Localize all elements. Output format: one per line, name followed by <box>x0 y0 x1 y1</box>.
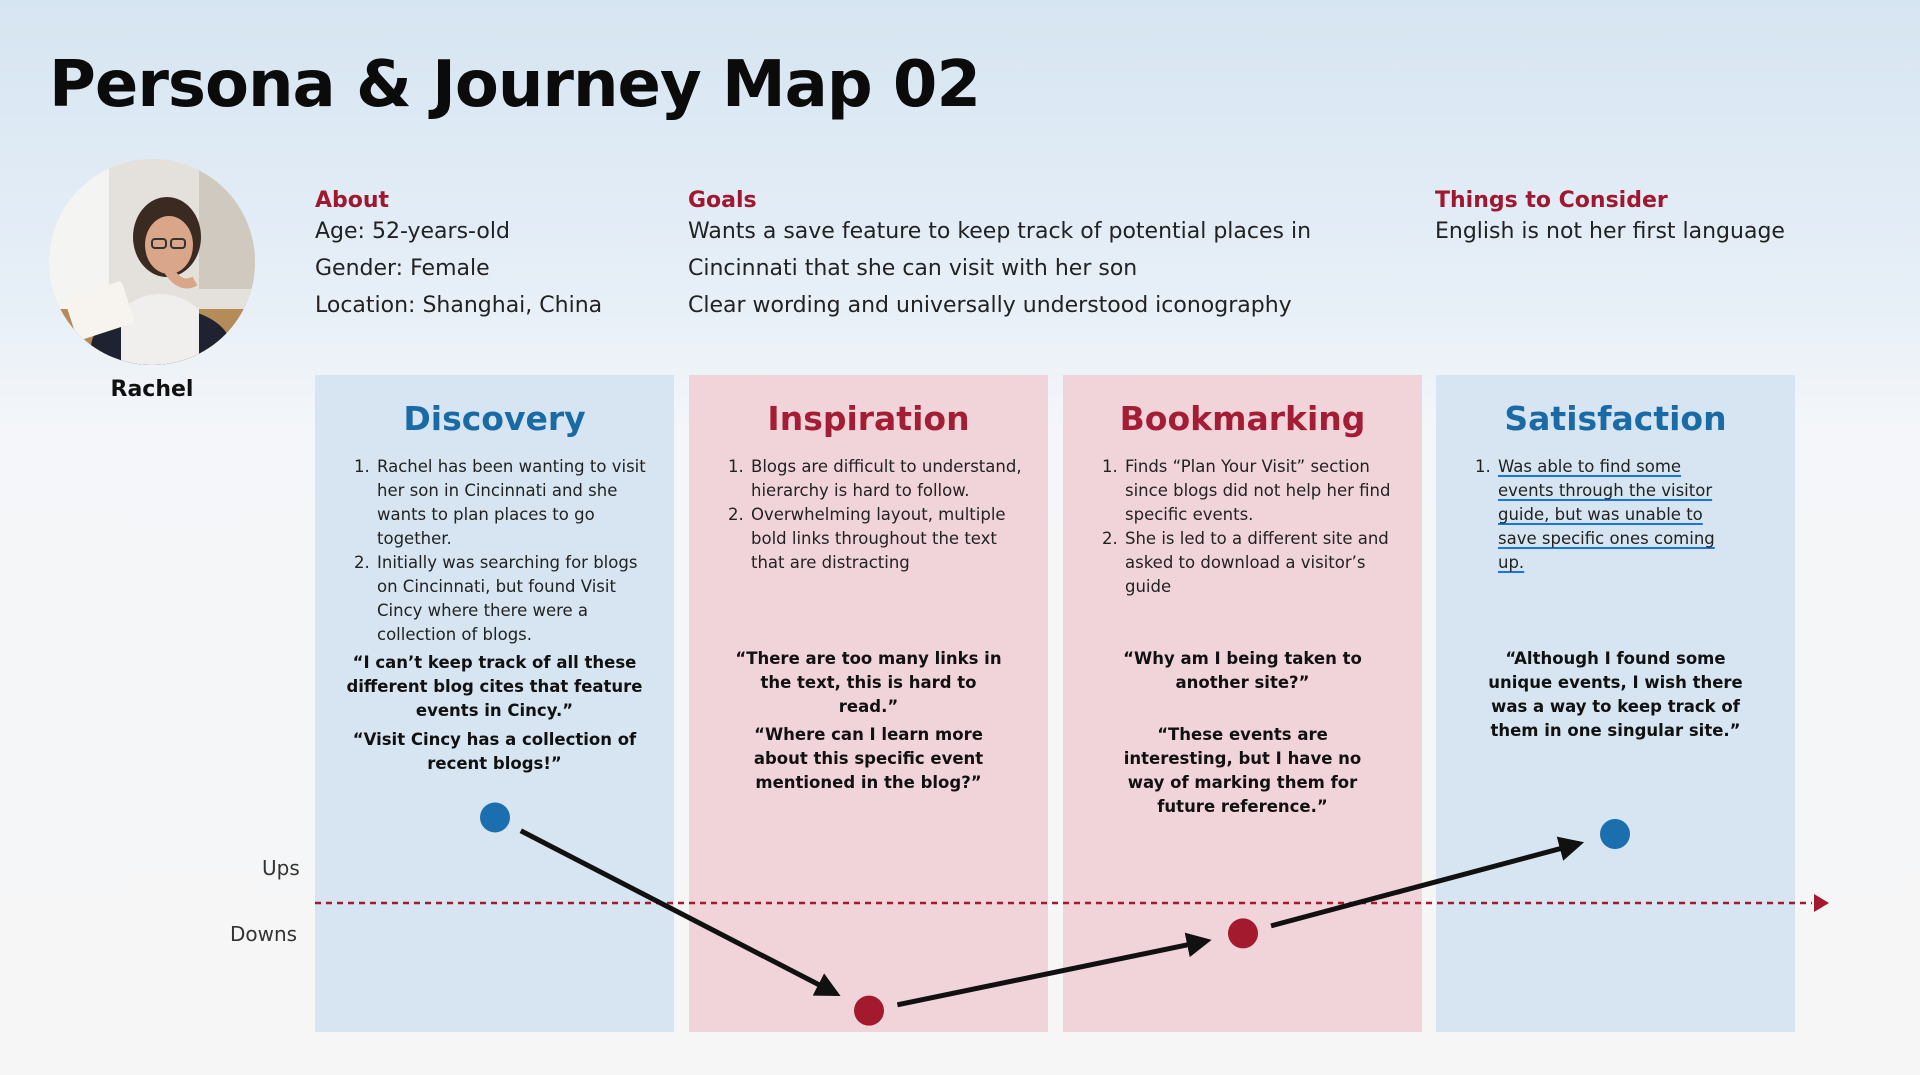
stage-step: Initially was searching for blogs on Cin… <box>375 551 658 647</box>
goals-line: Clear wording and universally understood… <box>688 293 1292 318</box>
about-gender: Gender: Female <box>315 256 490 281</box>
ups-label: Ups <box>262 856 300 880</box>
about-age: Age: 52-years-old <box>315 219 510 244</box>
consider-line: English is not her first language <box>1435 219 1785 244</box>
stage-step: Rachel has been wanting to visit her son… <box>375 455 658 551</box>
stage-quote: “I can’t keep track of all these differe… <box>346 653 643 720</box>
things-to-consider-section: Things to Consider English is not her fi… <box>1435 188 1785 250</box>
stage-column-satisfaction: Satisfaction Was able to find some event… <box>1436 375 1795 1032</box>
stage-steps: Was able to find some events through the… <box>1462 455 1735 575</box>
goals-line: Cincinnati that she can visit with her s… <box>688 256 1138 281</box>
stage-steps: Rachel has been wanting to visit her son… <box>341 455 658 647</box>
stage-step: Overwhelming layout, multiple bold links… <box>749 503 1032 575</box>
stage-step: Was able to find some events through the… <box>1496 455 1735 575</box>
stage-steps: Finds “Plan Your Visit” section since bl… <box>1089 455 1406 599</box>
about-location: Location: Shanghai, China <box>315 293 603 318</box>
persona-name: Rachel <box>110 377 194 402</box>
stage-step: Blogs are difficult to understand, hiera… <box>749 455 1032 503</box>
stage-column-inspiration: Inspiration Blogs are difficult to under… <box>689 375 1048 1032</box>
stage-title: Discovery <box>403 399 586 438</box>
persona-photo-illustration <box>49 159 255 365</box>
stage-title: Inspiration <box>767 399 970 438</box>
stage-column-bookmarking: Bookmarking Finds “Plan Your Visit” sect… <box>1063 375 1422 1032</box>
stage-title: Bookmarking <box>1119 399 1366 438</box>
goals-heading: Goals <box>688 188 757 213</box>
stage-quote: “These events are interesting, but I hav… <box>1123 725 1362 816</box>
stage-step: She is led to a different site and asked… <box>1123 527 1406 599</box>
stage-quote: “There are too many links in the text, t… <box>735 649 1002 716</box>
goals-line: Wants a save feature to keep track of po… <box>688 219 1312 244</box>
downs-label: Downs <box>230 922 298 946</box>
stage-step-text: Was able to find some events through the… <box>1498 457 1715 572</box>
stage-quote: “Why am I being taken to another site?” <box>1123 649 1362 692</box>
stage-steps: Blogs are difficult to understand, hiera… <box>715 455 1032 575</box>
stage-title: Satisfaction <box>1504 399 1727 438</box>
stage-quote: “Visit Cincy has a collection of recent … <box>352 730 637 773</box>
stage-column-discovery: Discovery Rachel has been wanting to vis… <box>315 375 674 1032</box>
stage-step: Finds “Plan Your Visit” section since bl… <box>1123 455 1406 527</box>
consider-heading: Things to Consider <box>1435 188 1668 213</box>
about-section: About Age: 52-years-old Gender: Female L… <box>315 188 602 324</box>
stage-quote: “Although I found some unique events, I … <box>1488 649 1743 740</box>
baseline-arrowhead-icon <box>1814 894 1829 912</box>
stage-quote: “Where can I learn more about this speci… <box>753 725 984 792</box>
page-title: Persona & Journey Map 02 <box>49 48 981 122</box>
about-heading: About <box>315 188 390 213</box>
goals-section: Goals Wants a save feature to keep track… <box>688 188 1311 324</box>
persona-avatar <box>49 159 255 365</box>
